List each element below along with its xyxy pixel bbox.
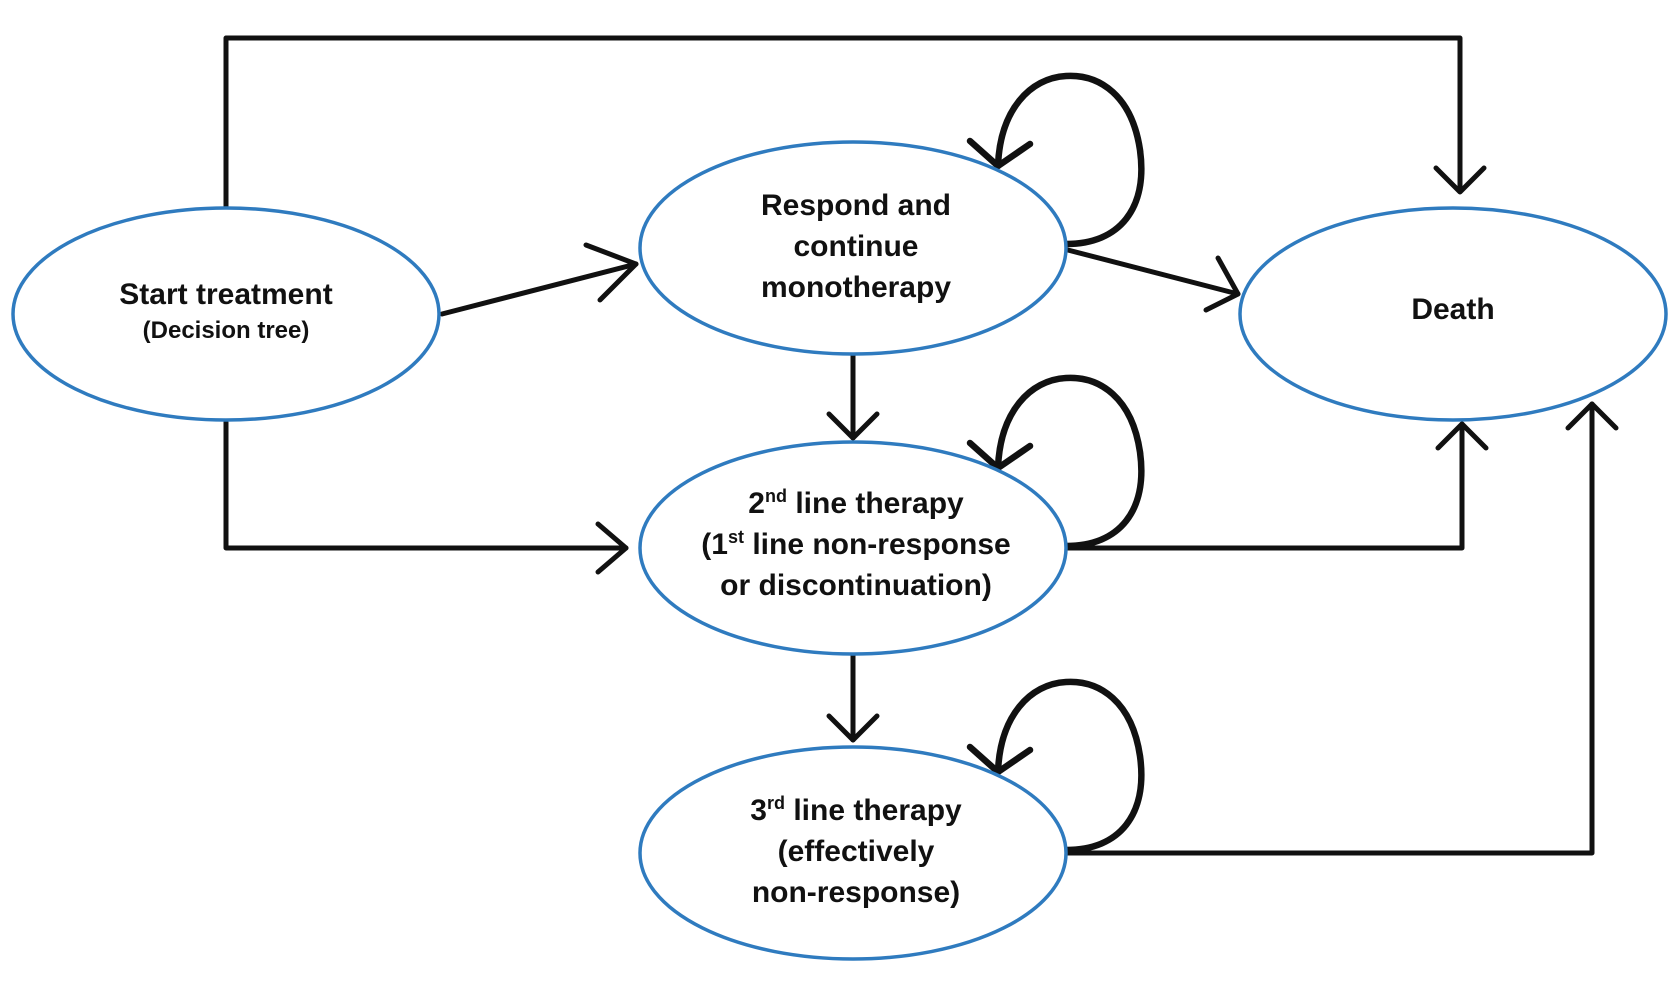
arrowhead-third-to-death [1565, 401, 1619, 431]
node-second-line1-prefix: 2 [748, 487, 765, 520]
arrow-start-to-respond [439, 261, 639, 317]
self-loops [966, 72, 1145, 854]
loop-arrowhead-second [966, 439, 1034, 472]
node-second-line2: (1st line non-response [701, 527, 1010, 561]
arrow-start-to-death [223, 35, 1463, 210]
node-third-line3: non-response) [752, 876, 960, 909]
node-second-line2-rest: line non-response [744, 528, 1011, 561]
arrowhead-second-to-death [1435, 421, 1489, 451]
loop-arrowhead-third [966, 743, 1034, 776]
arrow-start-to-second [223, 419, 629, 551]
node-respond-line2: continue [794, 230, 919, 263]
node-death: Death [1238, 206, 1668, 422]
node-start-subtitle: (Decision tree) [143, 317, 310, 344]
node-second-shape [638, 440, 1068, 656]
loop-second [994, 374, 1145, 550]
connectors [223, 35, 1619, 856]
loop-respond [994, 72, 1145, 248]
arrowhead-start-to-respond [583, 242, 639, 303]
node-third-line2: (effectively [778, 835, 935, 868]
node-third-line1-sup: rd [767, 793, 785, 813]
node-respond-shape [638, 140, 1068, 356]
arrow-respond-to-death [1061, 246, 1241, 297]
node-second-line1: 2nd line therapy [748, 486, 964, 520]
arrow-third-to-death [1061, 401, 1595, 856]
node-second: 2nd line therapy (1st line non-response … [638, 440, 1068, 656]
loop-third [994, 678, 1145, 854]
node-start-shape [11, 206, 441, 422]
node-third-line1: 3rd line therapy [750, 793, 962, 827]
node-second-line2-prefix: (1 [701, 528, 728, 561]
arrowhead-start-to-death [1433, 165, 1487, 195]
node-third-line1-prefix: 3 [750, 794, 767, 827]
node-start: Start treatment (Decision tree) [11, 206, 441, 422]
node-respond-line1: Respond and [761, 189, 951, 222]
node-third-line1-rest: line therapy [785, 794, 962, 827]
node-death-shape [1238, 206, 1668, 422]
arrowhead-second-to-third [826, 713, 880, 743]
node-second-line1-sup: nd [765, 486, 787, 506]
node-respond-line3: monotherapy [761, 271, 951, 304]
arrow-second-to-death [1061, 421, 1465, 551]
node-second-line2-sup: st [728, 527, 744, 547]
loop-arrowhead-respond [966, 137, 1034, 170]
arrowhead-start-to-second [595, 521, 629, 575]
node-third-shape [638, 745, 1068, 961]
arrowhead-respond-to-death [1203, 255, 1241, 313]
node-second-line3: or discontinuation) [720, 569, 992, 602]
node-third: 3rd line therapy (effectively non-respon… [638, 745, 1068, 961]
node-death-label: Death [1411, 293, 1494, 326]
node-start-title: Start treatment [119, 278, 332, 311]
node-second-line1-rest: line therapy [787, 487, 964, 520]
arrowhead-respond-to-second [826, 411, 880, 441]
node-respond: Respond and continue monotherapy [638, 140, 1068, 356]
